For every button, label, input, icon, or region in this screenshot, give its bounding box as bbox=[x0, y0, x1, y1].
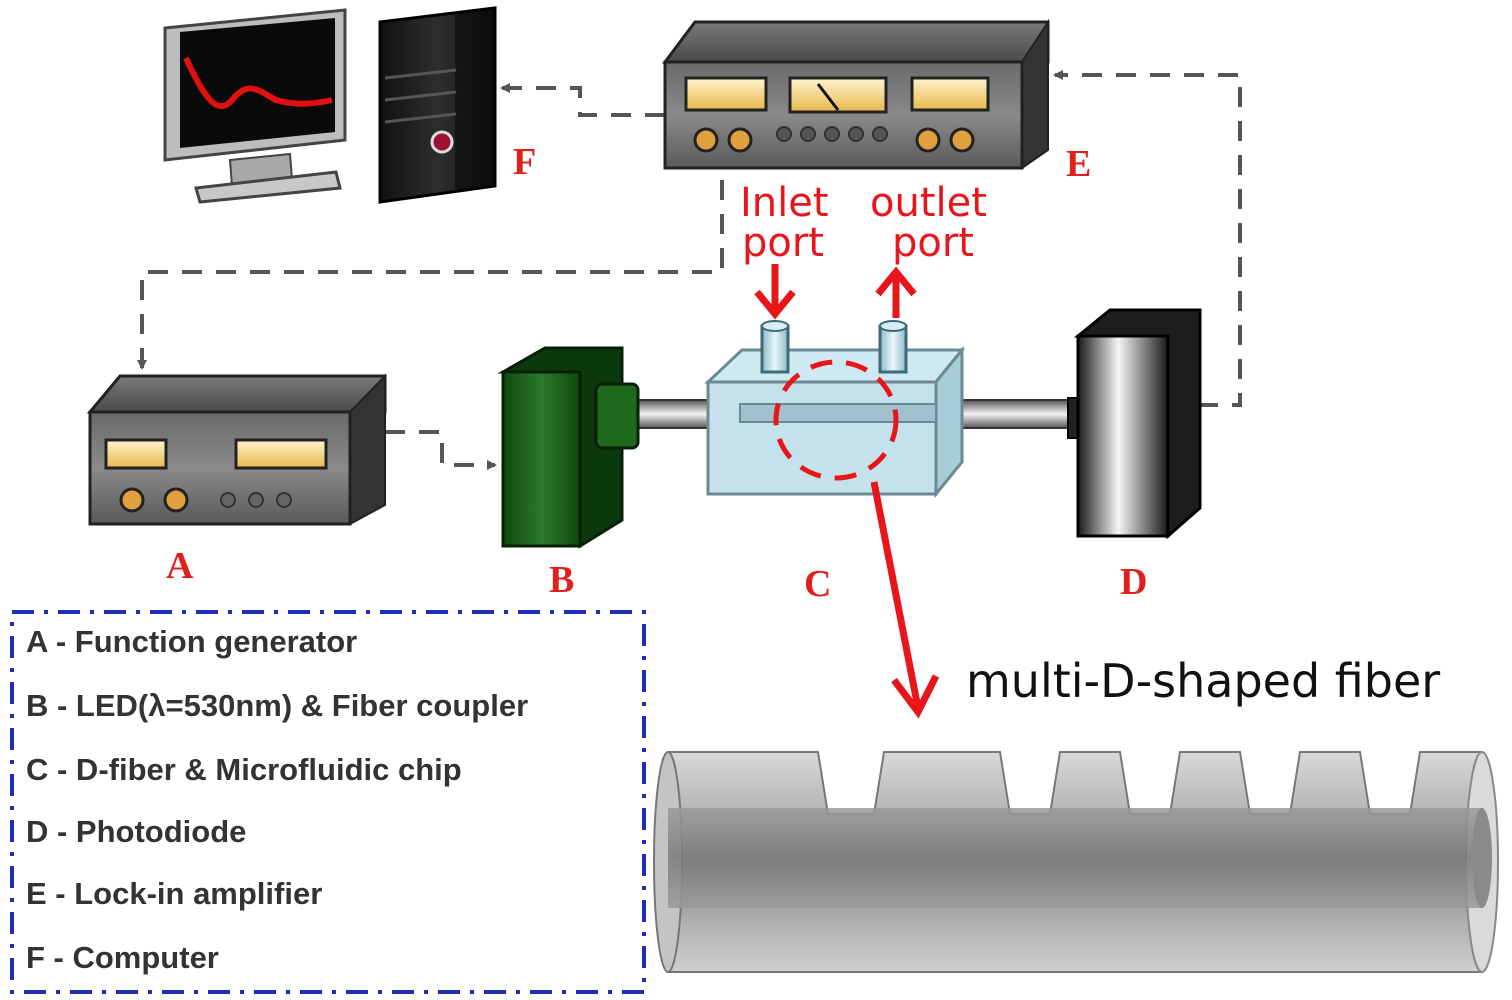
legend-border bbox=[10, 610, 646, 994]
legend-item-a: A - Function generator bbox=[26, 624, 357, 659]
led-lens bbox=[594, 382, 640, 450]
legend-item-b: B - LED(λ=530nm) & Fiber coupler bbox=[26, 688, 528, 723]
monitor-icon bbox=[163, 8, 347, 204]
signal-line-e-to-f bbox=[500, 83, 665, 117]
display-left bbox=[104, 438, 168, 470]
signal-line-d-to-e bbox=[1053, 70, 1242, 407]
display-right bbox=[234, 438, 328, 470]
fiber-core bbox=[668, 808, 1482, 908]
computer-tower-icon bbox=[378, 6, 497, 204]
multi-d-shaped-fiber-illustration bbox=[653, 751, 1499, 973]
inlet-arrow-icon bbox=[754, 264, 796, 320]
outlet-tube bbox=[878, 324, 908, 374]
led-coupler-b: B bbox=[497, 346, 640, 601]
device-letter-e: E bbox=[1066, 143, 1091, 185]
inlet-label-line2: port bbox=[742, 220, 824, 266]
meter-right bbox=[910, 76, 990, 112]
device-letter-d: D bbox=[1120, 561, 1147, 603]
outlet-arrow-icon bbox=[875, 266, 917, 318]
device-letter-a: A bbox=[166, 545, 194, 587]
meter-center bbox=[788, 76, 888, 114]
zoom-arrow-icon bbox=[870, 481, 940, 719]
legend: A - Function generator B - LED(λ=530nm) … bbox=[10, 610, 646, 994]
fiber-label: multi-D-shaped fiber bbox=[966, 654, 1440, 708]
inlet-tube bbox=[760, 324, 790, 374]
port-labels: Inlet port outlet port bbox=[740, 180, 987, 320]
meter-left bbox=[684, 76, 768, 112]
legend-item-e: E - Lock-in amplifier bbox=[26, 876, 322, 911]
legend-item-f: F - Computer bbox=[26, 940, 219, 975]
device-letter-b: B bbox=[549, 559, 574, 601]
knob-icons bbox=[693, 127, 975, 153]
outlet-label-line1: outlet bbox=[870, 180, 987, 226]
function-generator-a: A bbox=[86, 373, 387, 587]
legend-item-c: C - D-fiber & Microfluidic chip bbox=[26, 752, 462, 787]
microfluidic-chip-c: C bbox=[704, 320, 966, 605]
zoom-circle bbox=[773, 359, 899, 481]
computer-f: F bbox=[163, 6, 536, 204]
button-row bbox=[776, 126, 888, 142]
legend-item-d: D - Photodiode bbox=[26, 814, 246, 849]
signal-line-a-to-b bbox=[385, 430, 497, 470]
outlet-label-line2: port bbox=[892, 220, 974, 266]
meter-needle bbox=[816, 83, 840, 111]
lock-in-amplifier-e: E bbox=[662, 18, 1091, 185]
signal-line-e-to-a bbox=[137, 180, 724, 370]
photodiode-d: D bbox=[1067, 308, 1202, 603]
channel bbox=[739, 403, 937, 423]
inlet-label-line1: Inlet bbox=[740, 180, 829, 226]
device-letter-f: F bbox=[513, 141, 536, 183]
fiber-rod-left bbox=[635, 399, 717, 429]
button-row bbox=[220, 492, 292, 508]
signal-lines bbox=[137, 70, 1242, 470]
device-letter-c: C bbox=[804, 563, 831, 605]
knob-icons bbox=[119, 487, 189, 513]
